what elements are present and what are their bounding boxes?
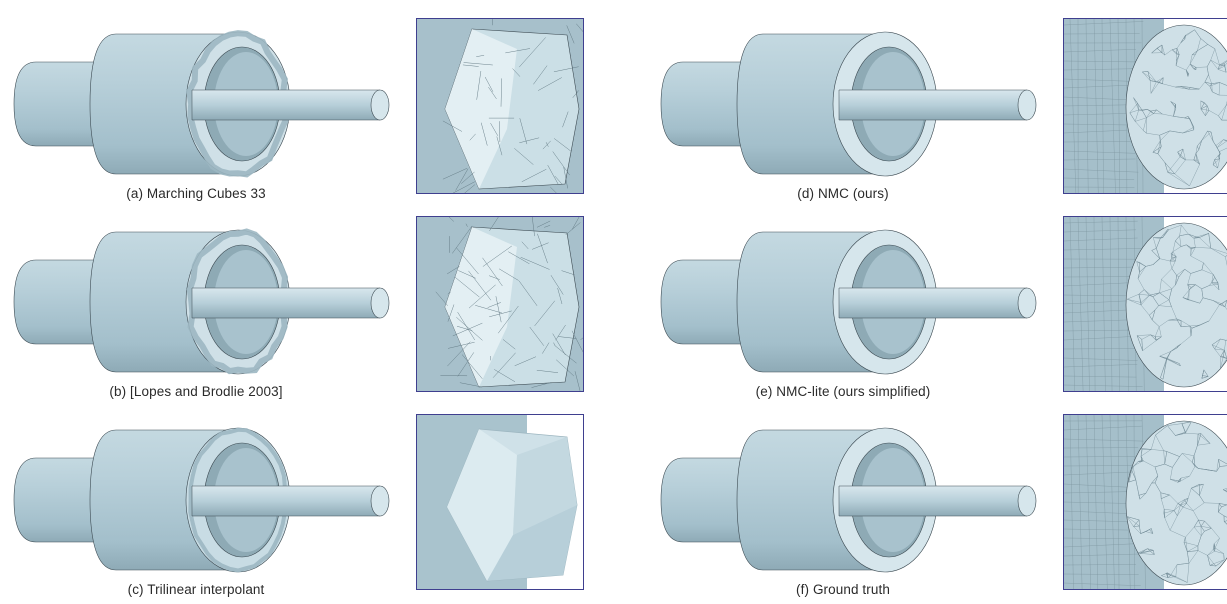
caption-a: (a) Marching Cubes 33 <box>8 186 384 201</box>
zoom-inset-e <box>1063 216 1227 392</box>
render-f <box>655 414 1055 584</box>
panel-a: (a) Marching Cubes 33 <box>8 18 608 208</box>
caption-d: (d) NMC (ours) <box>655 186 1031 201</box>
zoom-inset-c <box>416 414 584 590</box>
caption-c: (c) Trilinear interpolant <box>8 582 384 597</box>
render-e <box>655 216 1055 386</box>
panel-c: (c) Trilinear interpolant <box>8 414 608 604</box>
zoom-inset-d <box>1063 18 1227 194</box>
zoom-inset-a <box>416 18 584 194</box>
render-a <box>8 18 408 188</box>
zoom-inset-b <box>416 216 584 392</box>
caption-b: (b) [Lopes and Brodlie 2003] <box>8 384 384 399</box>
render-d <box>655 18 1055 188</box>
panel-e: (e) NMC-lite (ours simplified) <box>655 216 1227 406</box>
caption-f: (f) Ground truth <box>655 582 1031 597</box>
caption-e: (e) NMC-lite (ours simplified) <box>655 384 1031 399</box>
render-c <box>8 414 408 584</box>
panel-b: (b) [Lopes and Brodlie 2003] <box>8 216 608 406</box>
panel-d: (d) NMC (ours) <box>655 18 1227 208</box>
zoom-inset-f <box>1063 414 1227 590</box>
render-b <box>8 216 408 386</box>
panel-f: (f) Ground truth <box>655 414 1227 604</box>
